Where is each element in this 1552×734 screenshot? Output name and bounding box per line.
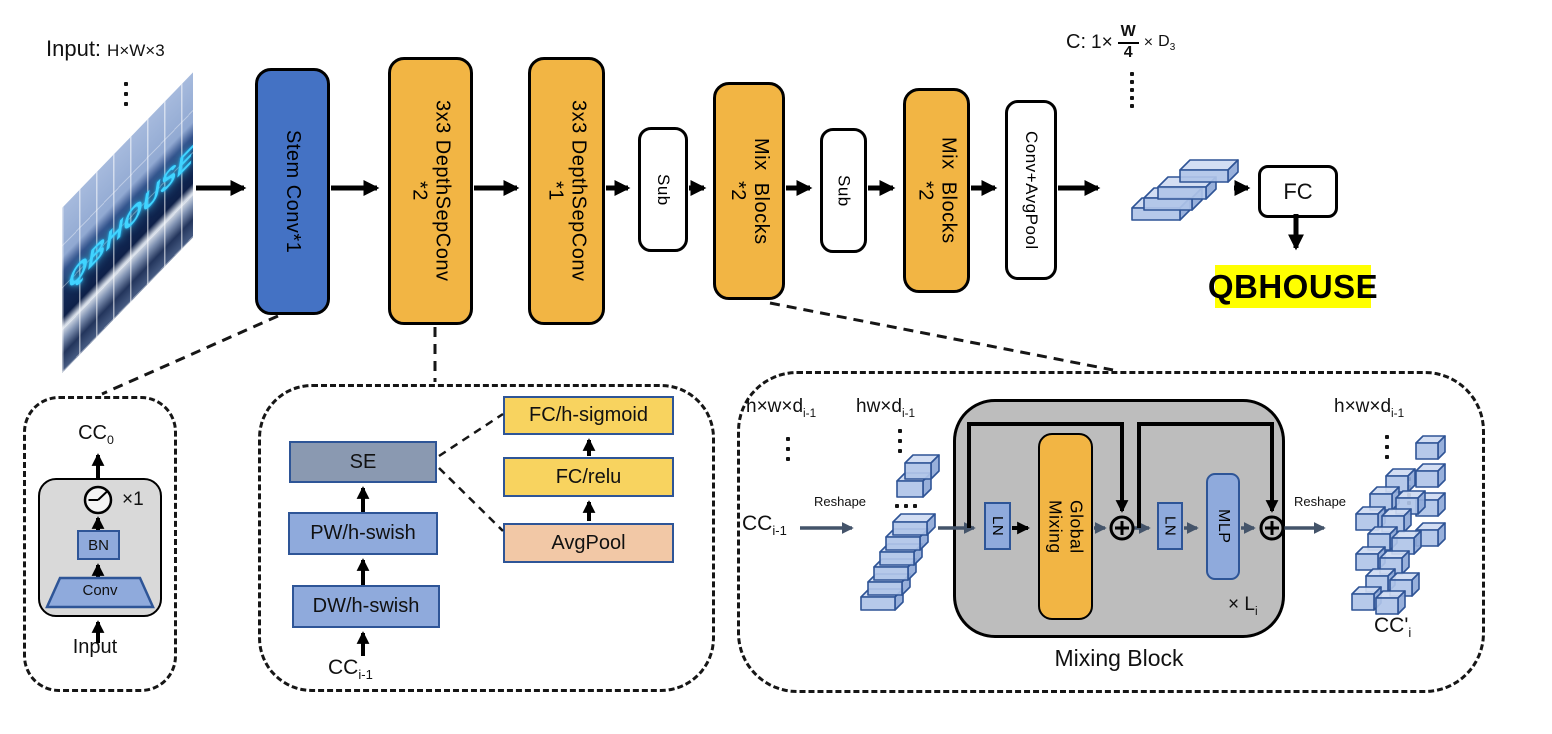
output-shape-label: C: 1× W 4 × D3	[1066, 23, 1176, 62]
sub-block-2: Sub	[820, 128, 867, 253]
mix-blocks-2: Mix Blocks*2	[903, 88, 970, 293]
ellipsis-vertical-mid	[898, 429, 902, 459]
input-image-text: QBHOUSE	[68, 139, 193, 296]
dim-label-right: h×w×di-1	[1334, 396, 1405, 420]
stem-cc0-label: CC0	[78, 422, 114, 447]
bn-box: BN	[77, 530, 120, 560]
fc-block: FC	[1258, 165, 1338, 218]
ellipsis-vertical-left	[786, 437, 790, 467]
formula-times: ×	[1143, 33, 1154, 51]
pw-box: PW/h-swish	[288, 512, 438, 555]
depthsepconv1-mult: *2	[408, 181, 431, 201]
se-box: SE	[289, 441, 437, 483]
depthsep-cc-label: CCi-1	[328, 656, 373, 683]
conv-avgpool-block: Conv+AvgPool	[1005, 100, 1057, 280]
formula-d-term: D3	[1158, 32, 1176, 53]
sub-block-1: Sub	[638, 127, 688, 252]
repeat-li-label: × Li	[1228, 594, 1258, 618]
stem-detail-panel	[23, 396, 177, 692]
mixing-block-title: Mixing Block	[1054, 645, 1184, 671]
depthsepconv2-mult: *1	[544, 181, 567, 201]
depthsepconv-block-2: 3x3 DepthSepConv*1	[528, 57, 605, 325]
ellipsis-vertical-right	[1385, 435, 1389, 465]
stem-input-label: Input	[72, 636, 118, 658]
mix1-label: Mix Blocks	[750, 137, 772, 245]
ellipsis-vertical-cluster	[1407, 477, 1411, 509]
cc-in-label: CCi-1	[742, 512, 787, 539]
fc-label: FC	[1283, 178, 1313, 204]
input-dims-label: Input: H×W×3	[46, 36, 165, 62]
reshape-in-label: Reshape	[814, 494, 867, 509]
input-dims: H×W×3	[107, 41, 165, 60]
input-image-photo: QBHOUSE	[62, 72, 193, 374]
stem-conv-block: Stem Conv*1	[255, 68, 330, 315]
mix1-mult: *2	[727, 181, 749, 201]
dim-label-mid: hw×di-1	[856, 396, 916, 420]
formula-1x: 1×	[1091, 31, 1113, 53]
depthsepconv2-label: 3x3 DepthSepConv	[567, 100, 590, 282]
mix2-label: Mix Blocks	[937, 137, 960, 244]
mlp-box: MLP	[1206, 473, 1240, 580]
formula-c: C:	[1066, 31, 1086, 54]
stem-conv-label: Stem Conv*1	[282, 129, 304, 254]
sub2-label: Sub	[834, 174, 854, 207]
depthsep-detail-panel	[258, 384, 715, 692]
fraction-numerator: W	[1117, 23, 1139, 44]
feature-slabs	[1131, 159, 1239, 221]
fc-hsigmoid-box: FC/h-sigmoid	[503, 396, 674, 435]
conv-label: Conv	[82, 582, 118, 599]
depthsepconv-block-1: 3x3 DepthSepConv*2	[388, 57, 473, 325]
reshape-out-label: Reshape	[1294, 494, 1347, 509]
fraction-denominator: 4	[1123, 43, 1133, 61]
conv-avgpool-label: Conv+AvgPool	[1022, 130, 1041, 250]
cc-out-label: CC'i	[1374, 614, 1412, 641]
ellipsis-horizontal-mid	[895, 495, 922, 513]
mixing-detail-panel	[737, 371, 1485, 693]
predicted-text: QBHOUSE	[1208, 265, 1378, 308]
ln1-box: LN	[984, 502, 1011, 550]
formula-fraction: W 4	[1117, 23, 1139, 62]
mix2-mult: *2	[914, 180, 937, 201]
fc-relu-box: FC/relu	[503, 457, 674, 497]
dw-box: DW/h-swish	[292, 585, 440, 628]
repeat-x1-label: ×1	[122, 489, 144, 510]
mix-blocks-1: Mix Blocks*2	[713, 82, 785, 300]
sub1-label: Sub	[654, 173, 673, 206]
dim-label-left: h×w×di-1	[746, 396, 817, 420]
avgpool-box: AvgPool	[503, 523, 674, 563]
ellipsis-vertical-output	[1130, 72, 1134, 112]
ln2-box: LN	[1157, 502, 1183, 550]
ellipsis-vertical-input	[124, 82, 128, 112]
input-word: Input:	[46, 36, 102, 61]
depthsepconv1-label: 3x3 DepthSepConv	[431, 100, 454, 282]
